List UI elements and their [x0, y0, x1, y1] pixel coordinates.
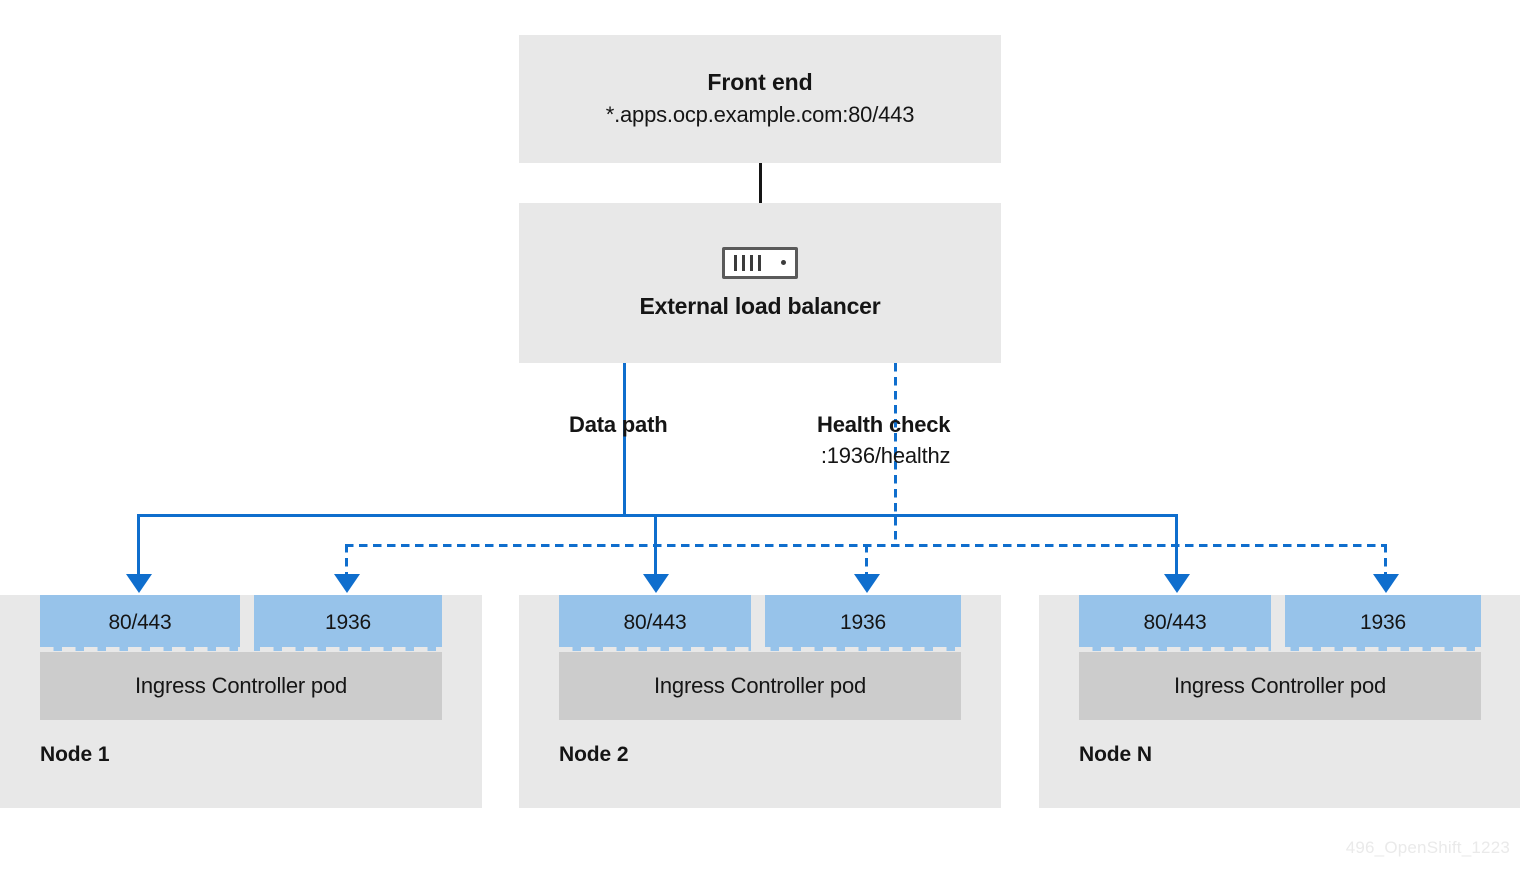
node-3-label: Node N [1079, 743, 1152, 766]
health-check-drop-node2 [865, 544, 868, 576]
node-1-pod: Ingress Controller pod [40, 652, 442, 720]
node-3-pod-separator [1079, 647, 1481, 653]
node-2-pod-separator [559, 647, 961, 653]
node-2-port-data: 80/443 [559, 595, 751, 651]
node-1-port-data-label: 80/443 [108, 611, 172, 634]
node-1-port-health: 1936 [254, 595, 442, 651]
health-check-label: Health check :1936/healthz [817, 411, 951, 471]
connector-frontend-to-loadbalancer [759, 163, 762, 203]
node-2-port-data-label: 80/443 [623, 611, 687, 634]
data-path-arrow-node2 [643, 574, 669, 593]
node-2-port-health-label: 1936 [840, 611, 886, 634]
node-box-2: 80/443 1936 Ingress Controller pod Node … [519, 595, 1001, 808]
data-path-bus [137, 514, 1178, 517]
health-check-drop-node1 [345, 544, 348, 576]
node-3-port-data: 80/443 [1079, 595, 1271, 651]
health-check-trunk [894, 363, 897, 546]
data-path-label: Data path [569, 411, 668, 440]
node-1-port-data: 80/443 [40, 595, 240, 651]
node-3-port-data-label: 80/443 [1143, 611, 1207, 634]
node-2-label: Node 2 [559, 743, 629, 766]
node-3-pod: Ingress Controller pod [1079, 652, 1481, 720]
node-1-label: Node 1 [40, 743, 110, 766]
load-balancer-icon-bars [734, 254, 761, 271]
frontend-title: Front end [707, 69, 813, 96]
node-1-pod-separator [40, 647, 442, 653]
health-check-arrow-node2 [854, 574, 880, 593]
data-path-arrow-node1 [126, 574, 152, 593]
health-check-arrow-node1 [334, 574, 360, 593]
node-box-1: 80/443 1936 Ingress Controller pod Node … [0, 595, 482, 808]
data-path-drop-node1 [137, 514, 140, 576]
node-2-pod: Ingress Controller pod [559, 652, 961, 720]
node-1-port-health-label: 1936 [325, 611, 371, 634]
health-check-drop-node3 [1384, 544, 1387, 576]
load-balancer-icon [722, 246, 798, 279]
node-1-pod-label: Ingress Controller pod [134, 673, 348, 698]
node-3-port-health: 1936 [1285, 595, 1481, 651]
health-check-label-subtitle: :1936/healthz [820, 442, 951, 468]
node-box-3: 80/443 1936 Ingress Controller pod Node … [1039, 595, 1520, 808]
node-3-pod-label: Ingress Controller pod [1173, 673, 1387, 698]
health-check-arrow-node3 [1373, 574, 1399, 593]
frontend-subtitle: *.apps.ocp.example.com:80/443 [605, 101, 915, 127]
data-path-trunk [623, 363, 626, 516]
data-path-label-title: Data path [569, 412, 668, 437]
load-balancer-label: External load balancer [639, 292, 881, 319]
node-2-port-health: 1936 [765, 595, 961, 651]
node-3-port-health-label: 1936 [1360, 611, 1406, 634]
load-balancer-box: External load balancer [519, 203, 1001, 363]
node-2-pod-label: Ingress Controller pod [653, 673, 867, 698]
load-balancer-icon-dot [781, 260, 786, 265]
health-check-label-title: Health check [817, 412, 951, 437]
watermark: 496_OpenShift_1223 [1345, 838, 1510, 857]
frontend-box: Front end *.apps.ocp.example.com:80/443 [519, 35, 1001, 163]
data-path-arrow-node3 [1164, 574, 1190, 593]
